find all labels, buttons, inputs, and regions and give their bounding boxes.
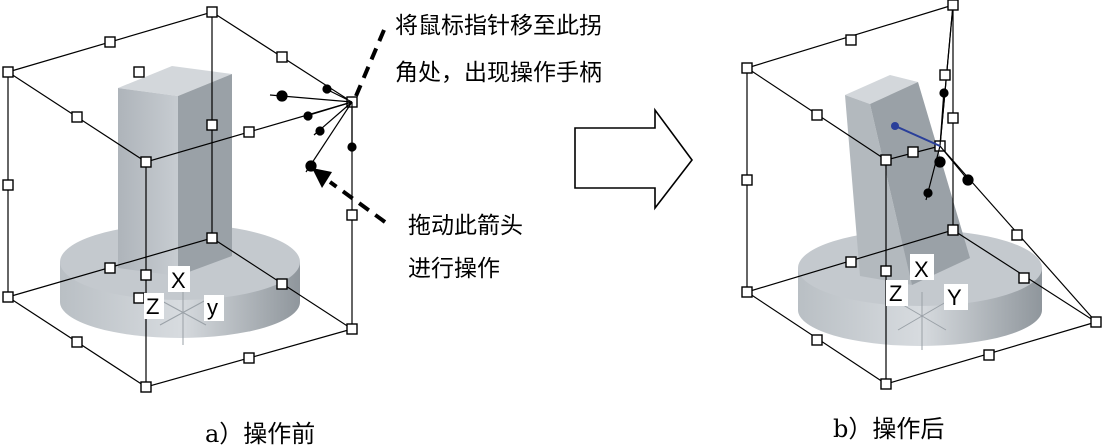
axis-triad-b <box>897 292 947 350</box>
annotation-top-line2: 角处，出现操作手柄 <box>395 60 602 86</box>
axis-label-y-a: y <box>207 295 218 320</box>
axis-label-z-b: Z <box>889 281 902 306</box>
corner-handle-arrows-a <box>269 84 357 173</box>
box-handles-a <box>2 6 358 393</box>
axis-label-z-a: Z <box>146 294 159 319</box>
axis-label-x-b: X <box>914 257 929 282</box>
leader-arrowhead-a <box>312 168 332 188</box>
panel-b: X Z Y b）操作后 <box>741 0 1102 443</box>
caption-b: b）操作后 <box>833 415 944 443</box>
axis-triad-a <box>159 290 207 345</box>
tilted-block-b <box>845 75 970 285</box>
annotation-top-line1: 将鼠标指针移至此拐 <box>395 13 602 39</box>
axis-label-y-b: Y <box>947 285 962 310</box>
box-handles-b <box>741 0 1102 390</box>
annotation-bottom-line1: 拖动此箭头 <box>408 213 523 239</box>
active-drag-arrow-b <box>891 122 941 147</box>
panel-a: X Z y 将鼠标指针移至此拐 角处，出现操作手柄 拖动此箭头 进行操作 a）操… <box>2 6 602 448</box>
tall-block-a <box>118 66 232 276</box>
caption-a: a）操作前 <box>205 420 315 448</box>
corner-handle-arrows-b <box>923 88 974 201</box>
transition-arrow-icon <box>574 107 694 211</box>
leader-lines-a <box>328 29 387 224</box>
axis-label-x-a: X <box>171 268 186 293</box>
annotation-bottom-line2: 进行操作 <box>408 256 500 282</box>
